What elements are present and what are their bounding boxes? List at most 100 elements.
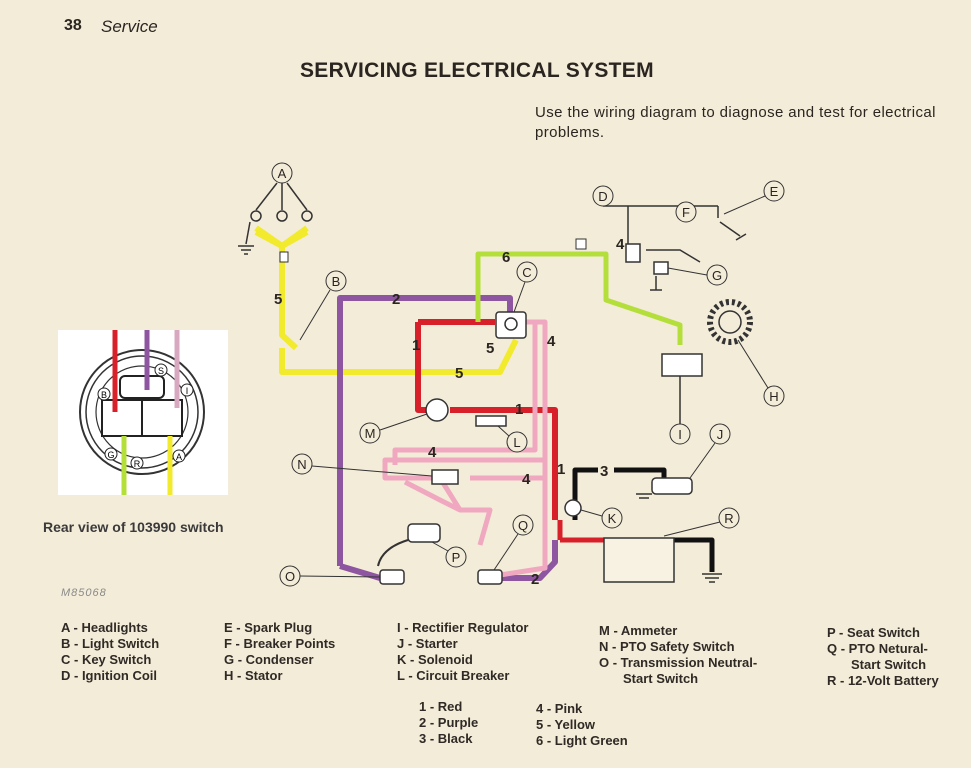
svg-text:A: A — [278, 166, 287, 181]
key-switch — [495, 311, 527, 339]
svg-text:H: H — [769, 389, 778, 404]
legend-column-4: M - Ammeter N - PTO Safety Switch O - Tr… — [599, 623, 757, 687]
circuit-breaker — [475, 415, 507, 427]
terminal-g-label: G — [107, 450, 114, 460]
legend-item: R - 12-Volt Battery — [827, 673, 939, 688]
page-title: SERVICING ELECTRICAL SYSTEM — [300, 59, 654, 82]
svg-text:F: F — [682, 205, 690, 220]
wire-legend-item: 3 - Black — [419, 731, 473, 746]
legend-item: M - Ammeter — [599, 623, 678, 638]
wire-number-4: 4 — [522, 471, 531, 488]
svg-text:P: P — [452, 550, 461, 565]
callout-F: F — [675, 201, 697, 223]
wire-number-4: 4 — [547, 333, 556, 350]
headlights — [245, 182, 313, 245]
wire-yellow — [254, 229, 519, 375]
wire-legend-item: 1 - Red — [419, 699, 463, 714]
callout-H: H — [737, 339, 785, 407]
svg-text:O: O — [285, 569, 295, 584]
legend-item: E - Spark Plug — [224, 620, 313, 635]
svg-text:B: B — [332, 274, 341, 289]
callout-M: M — [359, 413, 428, 444]
svg-text:G: G — [712, 268, 722, 283]
legend-item: N - PTO Safety Switch — [599, 639, 735, 654]
starter — [651, 477, 693, 495]
wire-purple — [337, 295, 558, 581]
terminal-r-label: R — [134, 459, 141, 469]
callout-A: A — [271, 162, 293, 184]
legend-item: Q - PTO Netural- — [827, 641, 928, 656]
switch-rear-view-inset: S B I G R A — [58, 325, 228, 500]
wire-color-legend-1: 1 - Red 2 - Purple 3 - Black — [419, 699, 478, 747]
wire-legend-item: 6 - Light Green — [536, 733, 628, 748]
ammeter — [425, 398, 449, 422]
svg-text:R: R — [724, 511, 733, 526]
callout-R: R — [663, 507, 740, 537]
wire-number-4: 4 — [428, 444, 437, 461]
wire-number-5: 5 — [274, 291, 282, 308]
legend-item: A - Headlights — [61, 620, 148, 635]
terminal-b-label: B — [101, 390, 107, 400]
legend-item: Start Switch — [623, 671, 699, 686]
svg-text:C: C — [522, 265, 531, 280]
callout-L: L — [497, 425, 528, 453]
legend-column-3: I - Rectifier Regulator J - Starter K - … — [397, 620, 528, 684]
wire-lightgreen — [475, 251, 683, 345]
svg-text:K: K — [608, 511, 617, 526]
svg-text:Q: Q — [518, 518, 528, 533]
page-number: 38 — [64, 17, 82, 34]
inline-connector — [279, 251, 289, 263]
wire-legend-item: 4 - Pink — [536, 701, 583, 716]
pto-neutral-switch — [477, 569, 503, 585]
wire-legend-item: 5 - Yellow — [536, 717, 596, 732]
figure-stamp: M85068 — [61, 587, 107, 599]
svg-text:D: D — [598, 189, 607, 204]
wire-number-1: 1 — [515, 401, 523, 418]
callout-K: K — [580, 507, 623, 529]
callout-C: C — [513, 261, 538, 313]
callout-E: E — [723, 180, 785, 215]
wire-number-2: 2 — [531, 571, 539, 588]
wire-number-1: 1 — [557, 461, 565, 478]
legend-item: D - Ignition Coil — [61, 668, 158, 683]
wire-number-3: 3 — [600, 463, 608, 480]
pto-safety-switch — [431, 469, 459, 485]
ground-symbol — [238, 245, 254, 255]
wire-pink — [382, 319, 548, 578]
callout-G: G — [667, 264, 728, 286]
ground-symbol — [636, 493, 722, 583]
legend-item: O - Transmission Neutral- — [599, 655, 758, 670]
seat-switch-cable — [377, 539, 409, 567]
switch-rear-view-drawing: S B I G R A — [79, 325, 205, 500]
svg-text:J: J — [717, 427, 724, 442]
wire-number-2: 2 — [392, 291, 400, 308]
wire-color-legend-2: 4 - Pink 5 - Yellow 6 - Light Green — [536, 701, 628, 749]
ignition-assembly — [603, 205, 747, 291]
svg-text:I: I — [678, 427, 682, 442]
wire-number-6: 6 — [502, 249, 510, 266]
wire-number-5: 5 — [455, 365, 463, 382]
svg-text:M: M — [365, 426, 376, 441]
callout-Q: Q — [493, 514, 534, 571]
legend-item: C - Key Switch — [61, 652, 152, 667]
solenoid — [564, 499, 582, 517]
callout-J: J — [689, 423, 731, 479]
section-name: Service — [101, 17, 158, 36]
terminal-i-label: I — [186, 386, 189, 396]
legend-item: B - Light Switch — [61, 636, 160, 651]
callout-D: D — [592, 185, 614, 207]
wire-number-4: 4 — [616, 236, 625, 253]
legend-item: H - Stator — [224, 668, 283, 683]
legend-item: P - Seat Switch — [827, 625, 920, 640]
terminal-a-label: A — [176, 452, 182, 462]
transmission-neutral-switch — [379, 569, 405, 585]
stator — [707, 299, 753, 345]
legend-item: I - Rectifier Regulator — [397, 620, 529, 635]
wire-number-1: 1 — [412, 337, 420, 354]
legend-column-1: A - Headlights B - Light Switch C - Key … — [61, 620, 159, 684]
battery — [603, 537, 675, 583]
legend-item: L - Circuit Breaker — [397, 668, 510, 683]
callout-P: P — [431, 541, 467, 568]
legend-item: F - Breaker Points — [224, 636, 336, 651]
